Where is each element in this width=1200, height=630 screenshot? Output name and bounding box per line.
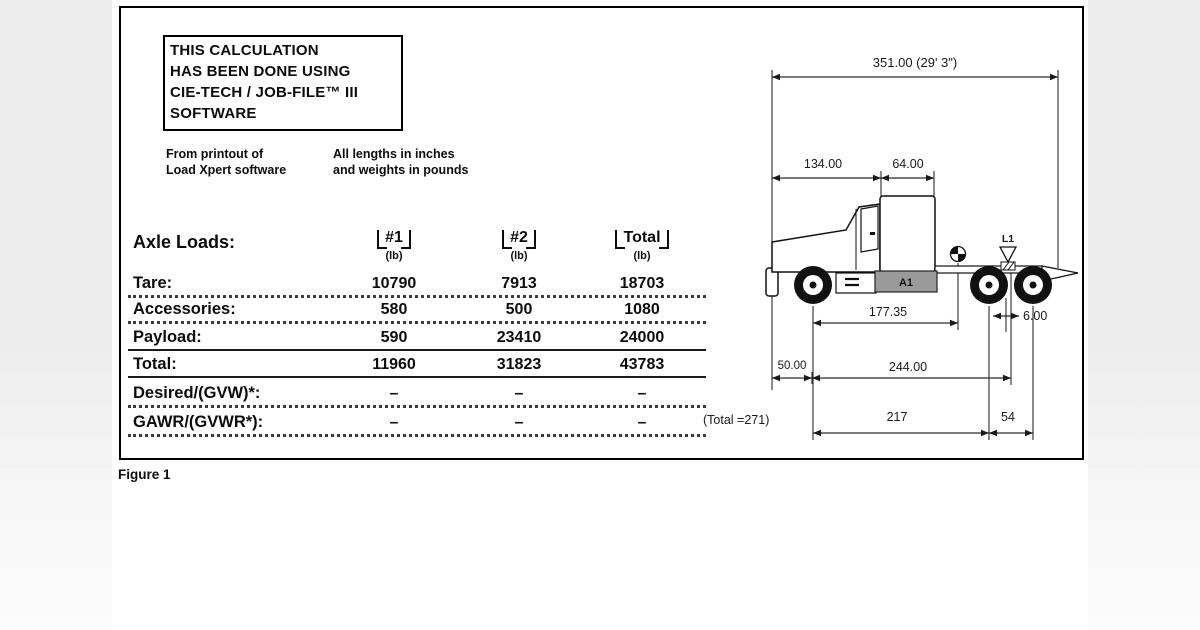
row-label: Accessories: [133, 300, 236, 318]
dim-axle-to-cg: 177.35 [869, 305, 907, 319]
cell-value: 580 [380, 301, 408, 318]
extension-lines [771, 70, 1059, 440]
load-triangle-icon [998, 246, 1018, 264]
source-note-line: Load Xpert software [166, 162, 287, 177]
column-header-2: #2 (lb) [458, 229, 580, 262]
load-point-label: L1 [1002, 233, 1014, 245]
door-window [860, 205, 879, 253]
table-row: Payload: 590 23410 24000 [128, 324, 706, 351]
column-header-total: Total (lb) [580, 229, 704, 262]
step-grille-bars [845, 277, 859, 287]
column-label: Total [615, 229, 669, 249]
cell-value: 1080 [624, 301, 660, 318]
column-label: #2 [502, 229, 536, 249]
cell-value: – [389, 385, 399, 402]
dim-overall-length: 351.00 (29' 3") [873, 55, 957, 70]
software-notice-box: THIS CALCULATION HAS BEEN DONE USING CIE… [163, 35, 403, 131]
accessory-box [874, 270, 938, 293]
notice-line: HAS BEEN DONE USING [170, 63, 351, 80]
column-unit: (lb) [510, 250, 528, 262]
wheelbase-total-note: (Total =271) [703, 413, 769, 427]
dim-cg-offset: 6.00 [1023, 309, 1047, 323]
dim-bumper-to-axle: 50.00 [778, 360, 807, 372]
cell-value: – [637, 414, 647, 431]
cell-value: 43783 [619, 356, 665, 373]
table-row: Total: 11960 31823 43783 [128, 351, 706, 378]
units-note-line: All lengths in inches [333, 147, 455, 161]
cell-value: – [637, 385, 647, 402]
cell-value: 11960 [372, 356, 416, 373]
column-header-1: #1 (lb) [330, 229, 458, 262]
dim-front-to-drive1: 217 [887, 410, 908, 424]
notice-line: SOFTWARE [170, 105, 257, 122]
cell-value: 7913 [501, 275, 537, 292]
cell-value: – [389, 414, 399, 431]
cell-value: 18703 [619, 275, 665, 292]
row-label: Total: [133, 355, 177, 373]
notice-line: THIS CALCULATION [170, 42, 319, 59]
cell-value: 31823 [496, 356, 542, 373]
table-row: GAWR/(GVWR*): – – – [128, 408, 706, 437]
source-note: From printout of Load Xpert software [166, 147, 286, 178]
row-label: GAWR/(GVWR*): [133, 413, 264, 431]
notice-line: CIE-TECH / JOB-FILE™ III [170, 84, 359, 101]
front-wheel [794, 266, 832, 304]
row-label: Payload: [133, 328, 202, 346]
cell-value: 500 [505, 301, 533, 318]
door-handle [870, 232, 875, 235]
table-header-row: Axle Loads: #1 (lb) #2 (lb) Total (lb) [128, 229, 706, 273]
sleeper-cab [879, 195, 936, 273]
load-pad-hatch [1002, 261, 1015, 271]
column-unit: (lb) [385, 250, 403, 262]
table-row: Tare: 10790 7913 18703 [128, 273, 706, 298]
center-of-gravity-icon [949, 245, 967, 263]
drive-wheel-1 [970, 266, 1008, 304]
cell-value: 590 [380, 329, 408, 346]
units-note: All lengths in inches and weights in pou… [333, 147, 468, 178]
table-title: Axle Loads: [133, 232, 236, 252]
cell-value: – [514, 414, 524, 431]
column-label: #1 [377, 229, 411, 249]
source-note-line: From printout of [166, 147, 264, 161]
dim-sleeper-length: 64.00 [892, 157, 923, 171]
dimension-arrowheads [772, 73, 1058, 437]
load-point-marker [998, 246, 1018, 271]
row-label: Tare: [133, 274, 173, 292]
units-note-line: and weights in pounds [333, 162, 469, 177]
accessory-label: A1 [899, 277, 913, 289]
column-unit: (lb) [633, 250, 651, 262]
dim-bumper-to-cab: 134.00 [804, 157, 842, 171]
cell-value: – [514, 385, 524, 402]
row-label: Desired/(GVW)*: [133, 384, 261, 402]
dim-drive-spread: 54 [1001, 410, 1015, 424]
table-row: Desired/(GVW)*: – – – [128, 378, 706, 408]
truck-illustration: A1 [765, 195, 1079, 304]
cell-value: 24000 [619, 329, 665, 346]
dim-axle-to-tandem: 244.00 [889, 360, 927, 374]
figure-caption: Figure 1 [118, 467, 171, 482]
axle-loads-table: Axle Loads: #1 (lb) #2 (lb) Total (lb) T… [128, 229, 706, 437]
table-row: Accessories: 580 500 1080 [128, 298, 706, 324]
cell-value: 23410 [496, 329, 542, 346]
side-step [835, 272, 877, 294]
drive-wheel-2 [1014, 266, 1052, 304]
cell-value: 10790 [371, 275, 417, 292]
